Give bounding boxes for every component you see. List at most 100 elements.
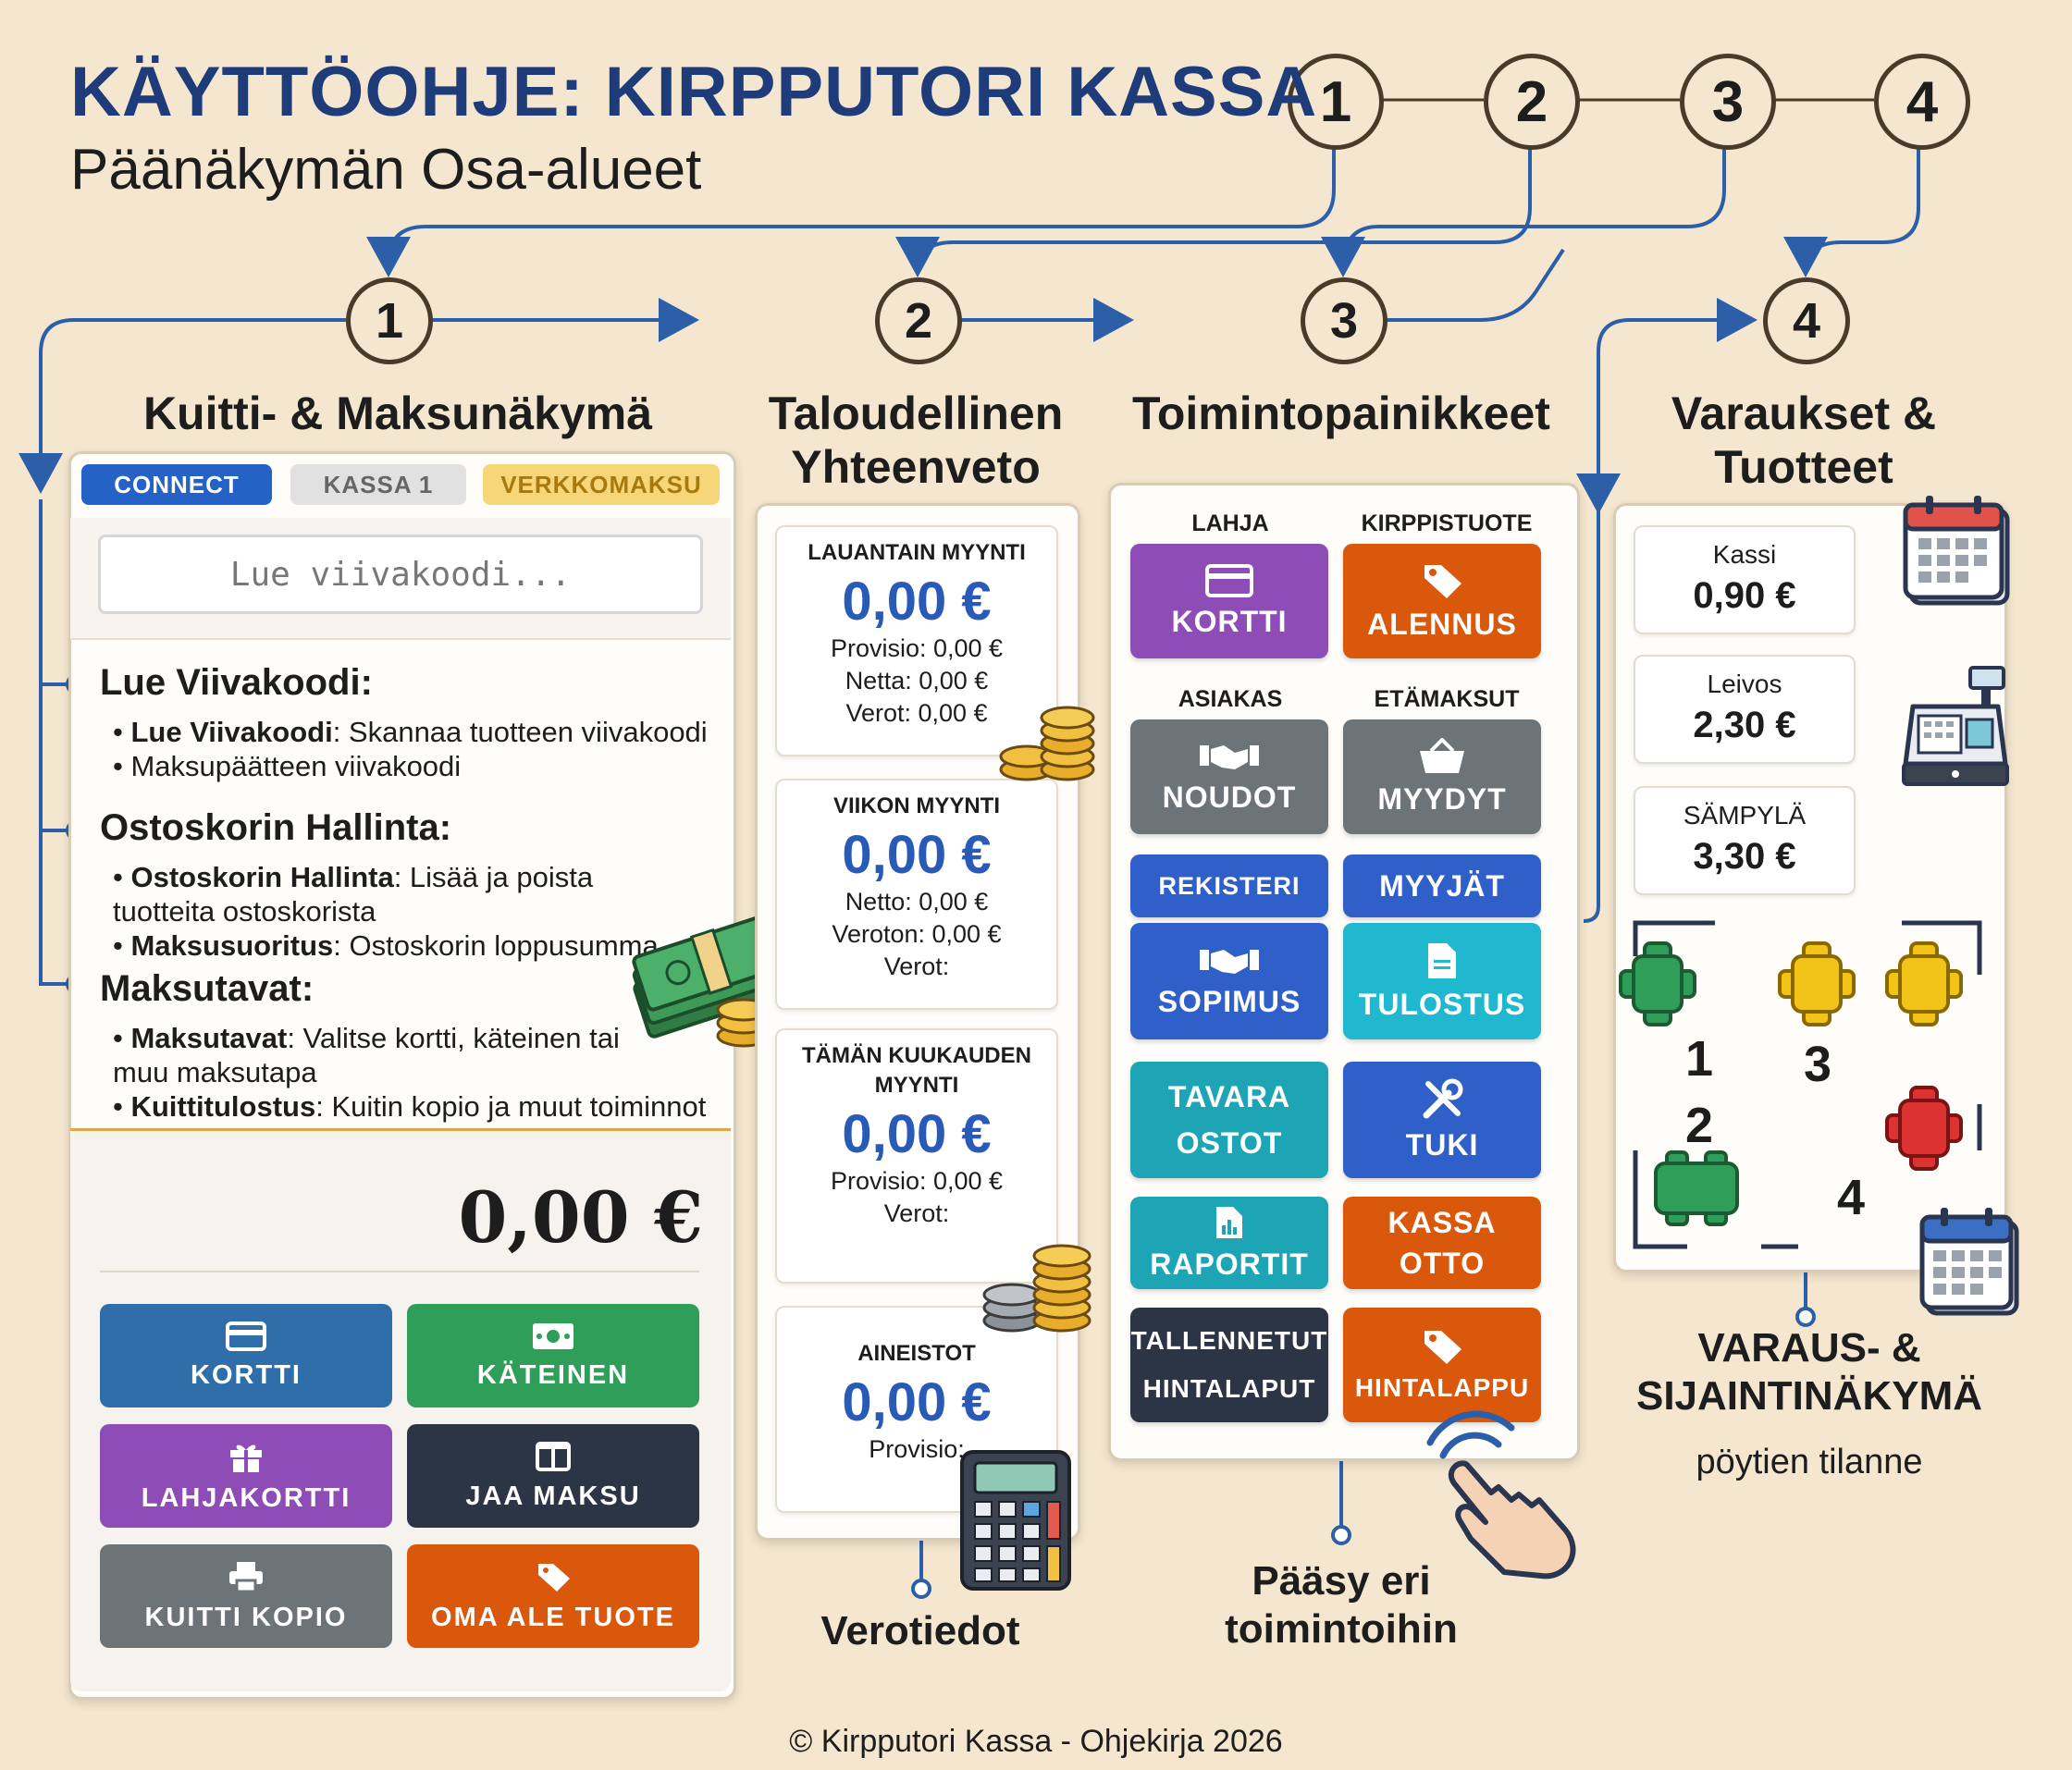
receipt-instructions: Lue Viivakoodi: • Lue Viivakoodi: Skanna…	[100, 662, 729, 1124]
step-circle-3: 3	[1301, 277, 1388, 364]
tab-kassa[interactable]: KASSA 1	[290, 464, 466, 505]
tag-icon	[1424, 1331, 1462, 1364]
fin-card-title: VIIKON MYYNTI	[832, 793, 1000, 818]
discount-button[interactable]: ALENNUS	[1343, 544, 1541, 658]
table-icon	[1654, 1150, 1739, 1226]
product-price: 0,90 €	[1693, 575, 1796, 616]
tab-verkkomaksu[interactable]: VERKKOMAKSU	[483, 464, 720, 505]
instruction-bullet: • Ostoskorin Hallinta: Lisää ja poista t…	[113, 861, 594, 928]
fin-card-line: Provisio: 0,00 €	[830, 634, 1004, 662]
cash-withdrawal-button[interactable]: KASSA OTTO	[1343, 1197, 1541, 1289]
barcode-input[interactable]: Lue viivakoodi...	[98, 535, 703, 614]
product-price: 3,30 €	[1693, 836, 1796, 877]
contract-button[interactable]: SOPIMUS	[1130, 923, 1328, 1039]
section-title-2-line1: Taloudellinen	[768, 387, 1064, 439]
coins-icon	[999, 706, 1095, 781]
card-icon	[226, 1321, 266, 1351]
product-card[interactable]: SÄMPYLÄ 3,30 €	[1634, 786, 1856, 895]
section-title-4: Varaukset & Tuotteet	[1628, 387, 1980, 494]
label-lahja: LAHJA	[1191, 510, 1269, 536]
reservation-caption-line2: SIJAINTINÄKYMÄ	[1635, 1373, 1983, 1419]
action-card-button[interactable]: KORTTI	[1130, 544, 1328, 658]
actions-caption-line1: Pääsy eri	[1252, 1558, 1431, 1604]
label-asiakas: ASIAKAS	[1178, 686, 1283, 712]
cash-icon	[533, 1322, 574, 1349]
verotiedot-caption: Verotiedot	[820, 1608, 1020, 1653]
fin-card-line: Netta: 0,00 €	[845, 667, 989, 694]
table-number-1: 1	[1685, 1031, 1714, 1087]
money-stack-icon	[632, 912, 792, 1048]
fin-card-value: 0,00 €	[842, 572, 992, 632]
fin-card-line: Netto: 0,00 €	[845, 888, 989, 916]
fin-card-line: Verot:	[883, 1199, 950, 1227]
basket-icon	[1420, 737, 1464, 773]
product-card[interactable]: Kassi 0,90 €	[1634, 525, 1856, 634]
split-payment-button[interactable]: JAA MAKSU	[407, 1424, 699, 1528]
print-button[interactable]: TULOSTUS	[1343, 923, 1541, 1039]
instruction-heading-barcode: Lue Viivakoodi:	[100, 662, 373, 703]
calendar-small-icon	[1919, 1208, 2019, 1316]
reservation-caption-line1: VARAUS- &	[1697, 1325, 1921, 1371]
actions-caption-line2: toimintoihin	[1225, 1606, 1458, 1652]
tag-icon	[1424, 564, 1462, 598]
section-title-2: Taloudellinen Yhteenveto	[740, 387, 1092, 494]
step-circle-top-1: 1	[1288, 54, 1384, 150]
report-icon	[1216, 1206, 1242, 1238]
gift-card-button[interactable]: LAHJAKORTTI	[100, 1424, 392, 1528]
handshake-icon	[1200, 744, 1259, 769]
label-etamaksut: ETÄMAKSUT	[1374, 686, 1520, 712]
instruction-heading-payment: Maksutavat:	[100, 968, 314, 1009]
step-circle-top-3: 3	[1680, 54, 1776, 150]
page-subtitle: Päänäkymän Osa-alueet	[70, 138, 702, 202]
label-kirppistuote: KIRPPISTUOTE	[1361, 510, 1533, 536]
tab-connect[interactable]: CONNECT	[81, 464, 272, 505]
receipt-copy-button[interactable]: KUITTI KOPIO	[100, 1544, 392, 1648]
split-icon	[536, 1441, 571, 1471]
table-number-2: 2	[1685, 1098, 1714, 1153]
instruction-bullet: • Maksutavat: Valitse kortti, käteinen t…	[113, 1022, 620, 1088]
step-circle-1: 1	[346, 277, 433, 364]
pay-cash-button[interactable]: KÄTEINEN	[407, 1304, 699, 1407]
reservation-caption: VARAUS- & SIJAINTINÄKYMÄ	[1615, 1324, 2004, 1420]
fin-card-title: TÄMÄN KUUKAUDEN MYYNTI	[802, 1043, 1031, 1098]
product-card[interactable]: Leivos 2,30 €	[1634, 655, 1856, 764]
product-name: SÄMPYLÄ	[1683, 801, 1807, 830]
step-circle-top-4: 4	[1874, 54, 1970, 150]
sold-button[interactable]: MYYDYT	[1343, 719, 1541, 834]
tag-icon	[538, 1563, 570, 1592]
table-icon	[1885, 941, 1963, 1026]
sellers-button[interactable]: MYYJÄT	[1343, 854, 1541, 917]
pay-card-button[interactable]: KORTTI	[100, 1304, 392, 1407]
table-icon	[1619, 941, 1696, 1026]
fin-card-title: LAUANTAIN MYYNTI	[808, 540, 1026, 565]
handshake-icon	[1200, 949, 1259, 974]
fin-card-line: Verot:	[883, 953, 950, 980]
calculator-icon	[960, 1450, 1071, 1591]
saved-pricetags-button[interactable]: TALLENNETUT HINTALAPUT	[1130, 1308, 1328, 1422]
instruction-bullet: • Maksusuoritus: Ostoskorin loppusumma	[113, 929, 659, 962]
fin-card-line: Provisio: 0,00 €	[830, 1167, 1004, 1195]
goods-purchases-button[interactable]: TAVARA OSTOT	[1130, 1062, 1328, 1178]
register-button[interactable]: REKISTERI	[1130, 854, 1328, 917]
support-button[interactable]: TUKI	[1343, 1062, 1541, 1178]
cash-register-icon	[1902, 666, 2009, 786]
section-title-4-line1: Varaukset &	[1671, 387, 1937, 439]
printer-icon	[229, 1561, 263, 1592]
fin-card-line: Verot: 0,00 €	[845, 699, 988, 727]
reports-button[interactable]: RAPORTIT	[1130, 1197, 1328, 1289]
actions-caption: Pääsy eri toimintoihin	[1202, 1557, 1480, 1653]
fin-card-value: 0,00 €	[842, 1104, 992, 1164]
gift-icon	[230, 1444, 262, 1472]
coins-silver-icon	[982, 1244, 1092, 1333]
step-circle-4: 4	[1763, 277, 1850, 364]
own-discount-button[interactable]: OMA ALE TUOTE	[407, 1544, 699, 1648]
total-divider	[100, 1271, 699, 1272]
step-circle-2: 2	[875, 277, 962, 364]
pricetag-button[interactable]: HINTALAPPU	[1343, 1308, 1541, 1422]
fin-card-value: 0,00 €	[842, 1372, 992, 1432]
pickups-button[interactable]: NOUDOT	[1130, 719, 1328, 834]
product-name: Kassi	[1712, 540, 1777, 569]
receipt-total: 0,00 €	[458, 1176, 703, 1259]
fin-card-line: Provisio:	[869, 1435, 965, 1463]
